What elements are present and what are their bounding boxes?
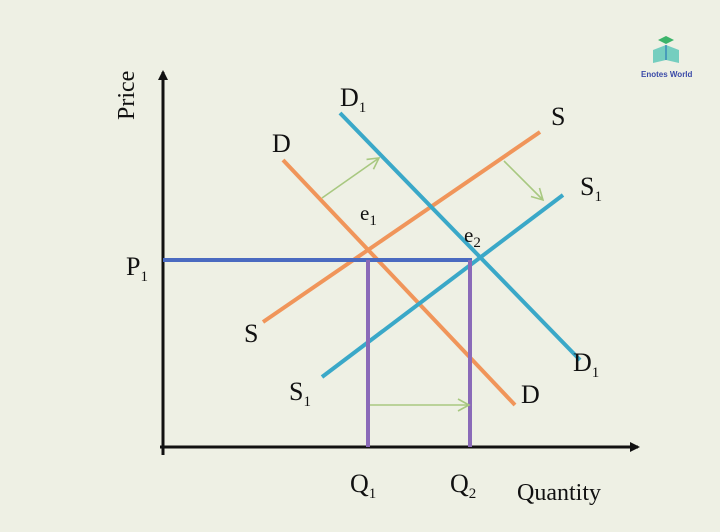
logo-text: Enotes World bbox=[641, 70, 693, 79]
supply-curve-s bbox=[261, 130, 542, 324]
label-d-bottom: D bbox=[521, 380, 540, 409]
label-q2: Q2 bbox=[450, 469, 476, 502]
label-e2: e2 bbox=[464, 223, 481, 251]
demand-shift-arrow bbox=[321, 157, 381, 199]
label-d1-bottom: D1 bbox=[573, 348, 599, 381]
label-d1-top: D1 bbox=[340, 83, 366, 116]
label-s1-top: S1 bbox=[580, 172, 602, 205]
label-e1: e1 bbox=[360, 201, 377, 229]
label-d-top: D bbox=[272, 129, 291, 158]
y-axis-label: Price bbox=[114, 71, 140, 120]
demand-curve-d1 bbox=[338, 111, 582, 362]
label-s1-bottom: S1 bbox=[289, 377, 311, 410]
label-p1: P1 bbox=[126, 252, 148, 285]
x-axis-label: Quantity bbox=[517, 480, 601, 506]
label-q1: Q1 bbox=[350, 469, 376, 502]
supply-curve-s1 bbox=[320, 193, 565, 379]
enotes-world-logo: Enotes World bbox=[641, 36, 693, 79]
label-s-bottom: S bbox=[244, 319, 258, 348]
supply-shift-arrow bbox=[503, 160, 545, 202]
label-s-top: S bbox=[551, 102, 565, 131]
demand-curve-d bbox=[281, 158, 517, 407]
